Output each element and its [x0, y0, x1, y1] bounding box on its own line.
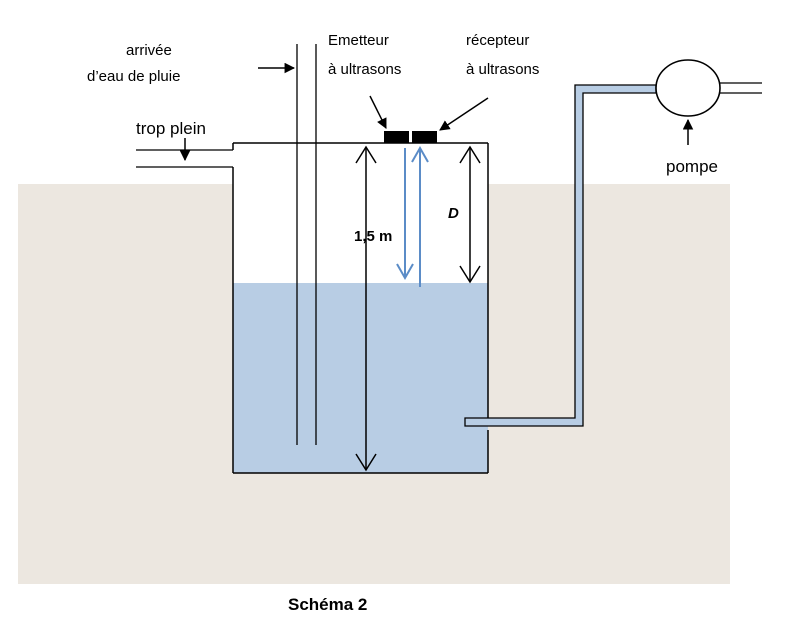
caption: Schéma 2: [288, 595, 367, 614]
emitter-pointer: [370, 96, 386, 128]
label-emetteur-line1: Emetteur: [328, 32, 389, 49]
ultrasonic-emitter: [384, 131, 409, 143]
label-recepteur-line2: à ultrasons: [466, 61, 539, 78]
label-trop-plein: trop plein: [136, 119, 206, 138]
label-emetteur-line2: à ultrasons: [328, 61, 401, 78]
label-recepteur-line1: récepteur: [466, 32, 529, 49]
label-arrivee-line1: arrivée: [126, 42, 172, 59]
label-distance: D: [448, 205, 459, 222]
pump: [656, 60, 720, 116]
label-height: 1,5 m: [354, 228, 392, 245]
water-body: [233, 283, 488, 473]
ultrasonic-receiver: [412, 131, 437, 143]
label-pompe: pompe: [666, 157, 718, 176]
receiver-pointer: [440, 98, 488, 130]
label-arrivee-line2: d’eau de pluie: [87, 68, 180, 85]
